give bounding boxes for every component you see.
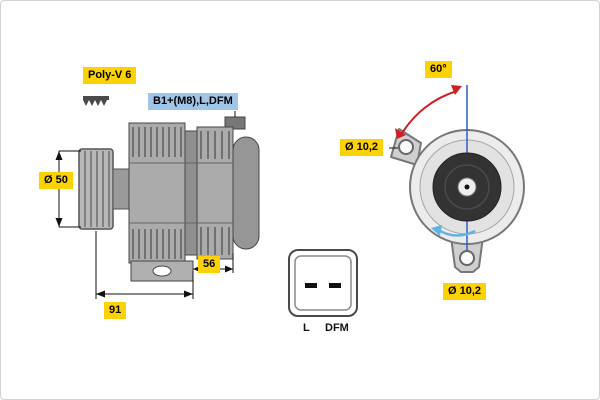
dimension-56-label: 56: [198, 256, 221, 273]
belt-type-label: Poly-V 6: [83, 67, 137, 84]
alternator-housing: [128, 111, 260, 282]
dimension-pulley-diameter: [55, 150, 81, 228]
connector-drawing: [288, 249, 358, 317]
front-view-drawing: [389, 85, 525, 273]
connector-pin-l: [305, 283, 317, 288]
connector-pin-l-label: L: [303, 322, 310, 334]
angle-arrow: [395, 85, 462, 139]
top-hole-diameter-label: Ø 10,2: [340, 139, 384, 156]
pulley-diameter-label: Ø 50: [39, 172, 73, 189]
top-lug-hole: [398, 139, 414, 155]
terminal-designation-label: B1+(M8),L,DFM: [148, 93, 238, 110]
connector-pin-dfm: [329, 283, 341, 288]
connector-pin-dfm-label: DFM: [325, 322, 349, 334]
shaft: [112, 168, 130, 210]
angle-60-label: 60°: [425, 61, 452, 78]
pulley-side: [78, 148, 114, 230]
bottom-lug-hole: [459, 250, 475, 266]
dimension-91-label: 91: [104, 302, 127, 319]
bottom-hole-diameter-label: Ø 10,2: [443, 283, 487, 300]
rotation-arrow: [431, 225, 476, 237]
dimension-91: [95, 231, 194, 299]
side-view-drawing: [55, 96, 260, 299]
belt-profile-icon: [83, 96, 109, 106]
